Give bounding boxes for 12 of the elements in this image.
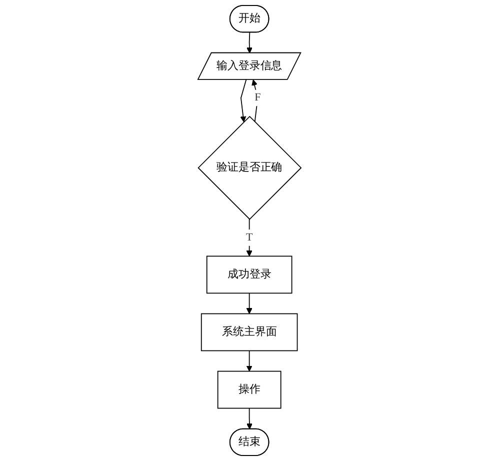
arrow <box>246 32 252 54</box>
arrow <box>252 80 258 122</box>
arrow <box>240 79 247 122</box>
arrow <box>246 292 252 314</box>
node-diamond: 验证是否正确 <box>198 116 302 220</box>
arrow <box>246 350 252 372</box>
arrow <box>246 408 252 430</box>
edge-label: T <box>246 232 253 244</box>
node-box: 系统主界面 <box>200 313 298 352</box>
edge-label: F <box>254 92 261 104</box>
node-box: 操作 <box>217 370 282 409</box>
node-box: 成功登录 <box>206 256 292 294</box>
